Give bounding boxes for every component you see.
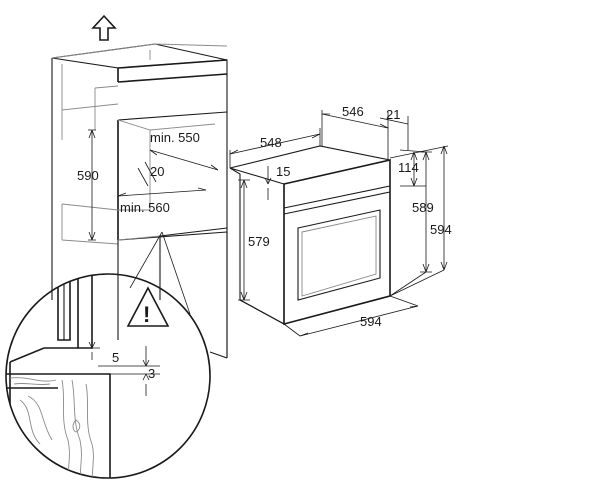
dim-body-height-label: 579 [248, 234, 270, 249]
dim-total-width-label: 594 [360, 314, 382, 329]
detail-leader [129, 231, 191, 315]
dim-front-panel-label: 21 [386, 107, 400, 122]
dim-door-height-label: 589 [412, 200, 434, 215]
dim-total-width: 594 [283, 295, 419, 337]
warning-triangle-icon: ! [126, 286, 170, 327]
dim-top-offset: 15 [264, 164, 290, 200]
dim-niche-height: 590 [77, 129, 99, 241]
dim-total-height-label: 594 [430, 222, 452, 237]
dim-top-depth-label: 546 [342, 104, 364, 119]
dim-front-panel: 21 [379, 107, 409, 150]
dim-detail-gap-label: 5 [112, 350, 119, 365]
up-arrow-icon [91, 14, 117, 41]
detail-magnifier: 5 3 [5, 273, 211, 479]
dim-top-depth: 546 [321, 104, 389, 160]
dim-panel-offset-label: 114 [398, 160, 419, 175]
dim-top-offset-label: 15 [276, 164, 290, 179]
dim-gap: 20 [137, 161, 164, 187]
dim-niche-depth: min. 550 [149, 130, 219, 171]
dim-gap-label: 20 [150, 164, 164, 179]
dim-oven-depth: 548 [229, 128, 321, 168]
dim-oven-depth-label: 548 [260, 135, 282, 150]
dim-niche-depth-label: min. 550 [150, 130, 200, 145]
dim-body-height: 579 [238, 179, 270, 301]
cabinet [51, 43, 228, 359]
dim-detail-offset-label: 3 [148, 366, 155, 381]
dim-niche-width-label: min. 560 [120, 200, 170, 215]
dim-niche-width: min. 560 [117, 187, 207, 215]
dim-niche-height-label: 590 [77, 168, 99, 183]
dim-door-height: 589 [389, 151, 434, 297]
dim-total-height: 594 [389, 145, 452, 297]
warning-symbol: ! [143, 302, 150, 327]
